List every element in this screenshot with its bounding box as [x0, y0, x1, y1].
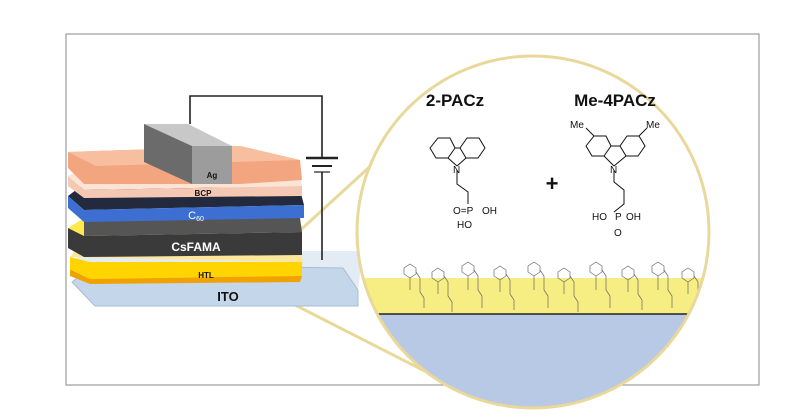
sam-molecule — [403, 263, 425, 308]
c60-label: C60 — [188, 210, 204, 223]
perovskite-layer: CsFAMA — [68, 218, 302, 257]
plus-sign: + — [546, 171, 559, 196]
ag-label: Ag — [207, 171, 218, 180]
sam-molecule — [431, 267, 453, 312]
htl-label: HTL — [198, 271, 214, 280]
ho-me4pacz: HO — [592, 212, 607, 223]
nitrogen-2pacz: N — [453, 165, 460, 176]
c60-label-base: C — [188, 210, 196, 222]
sam-molecule — [527, 261, 549, 308]
nitrogen-me4pacz: N — [610, 165, 617, 176]
methyl-right-me4pacz: Me — [646, 120, 660, 131]
zoom-detail — [357, 56, 709, 408]
sam-molecule — [651, 261, 673, 308]
bcp-label: BCP — [195, 189, 213, 198]
sam-band — [357, 278, 709, 314]
oh-2pacz: OH — [482, 206, 497, 217]
methyl-left-me4pacz: Me — [570, 120, 584, 131]
c60-label-subscript: 60 — [196, 216, 204, 223]
sam-molecule — [621, 265, 643, 310]
perovskite-label: CsFAMA — [171, 240, 221, 254]
external-circuit — [189, 95, 338, 260]
oxo-me4pacz: O — [614, 228, 622, 239]
sam-molecule — [461, 261, 483, 308]
sam-molecules — [403, 261, 703, 312]
phosphonic-top-2pacz: O=P — [453, 206, 474, 217]
sam-molecule — [557, 267, 579, 312]
molecule-name-2pacz: 2-PACz — [426, 91, 484, 110]
ho-2pacz: HO — [457, 220, 472, 231]
phosphorus-me4pacz: P — [615, 212, 622, 223]
sam-molecule — [589, 261, 611, 308]
molecule-name-me4pacz: Me-4PACz — [574, 91, 656, 110]
ito-label: ITO — [217, 289, 238, 304]
structure-2pacz — [429, 137, 486, 204]
zoom-circle-outline — [355, 54, 711, 410]
structure-me4pacz — [585, 127, 648, 213]
sam-molecule — [493, 265, 515, 310]
oh-me4pacz: OH — [626, 212, 641, 223]
ag-electrode: Ag — [144, 124, 232, 184]
